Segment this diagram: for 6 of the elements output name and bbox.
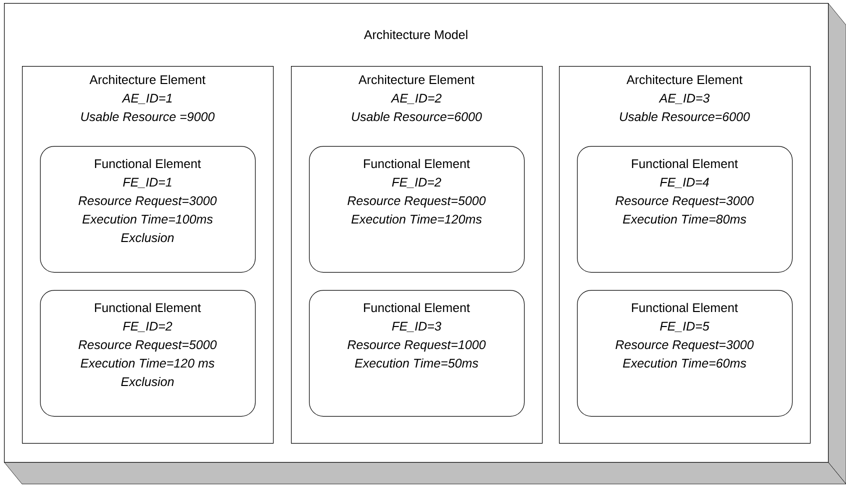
rounded-box: Functional Element FE_ID=3 Resource Request=1000 Execution Time=50ms bbox=[309, 290, 525, 417]
rounded-box: Functional Element FE_ID=1 Resource Request=3000 Execution Time=100ms Exclusion bbox=[40, 146, 256, 273]
rounded-box: Functional Element FE_ID=5 Resource Request=3000 Execution Time=60ms bbox=[577, 290, 793, 417]
rounded-box: Functional Element FE_ID=4 Resource Request=3000 Execution Time=80ms bbox=[577, 146, 793, 273]
rounded-box: Functional Element FE_ID=2 Resource Request=5000 Execution Time=120ms bbox=[309, 146, 525, 273]
rounded-box: Functional Element FE_ID=2 Resource Request=5000 Execution Time=120 ms Exclusion bbox=[40, 290, 256, 417]
